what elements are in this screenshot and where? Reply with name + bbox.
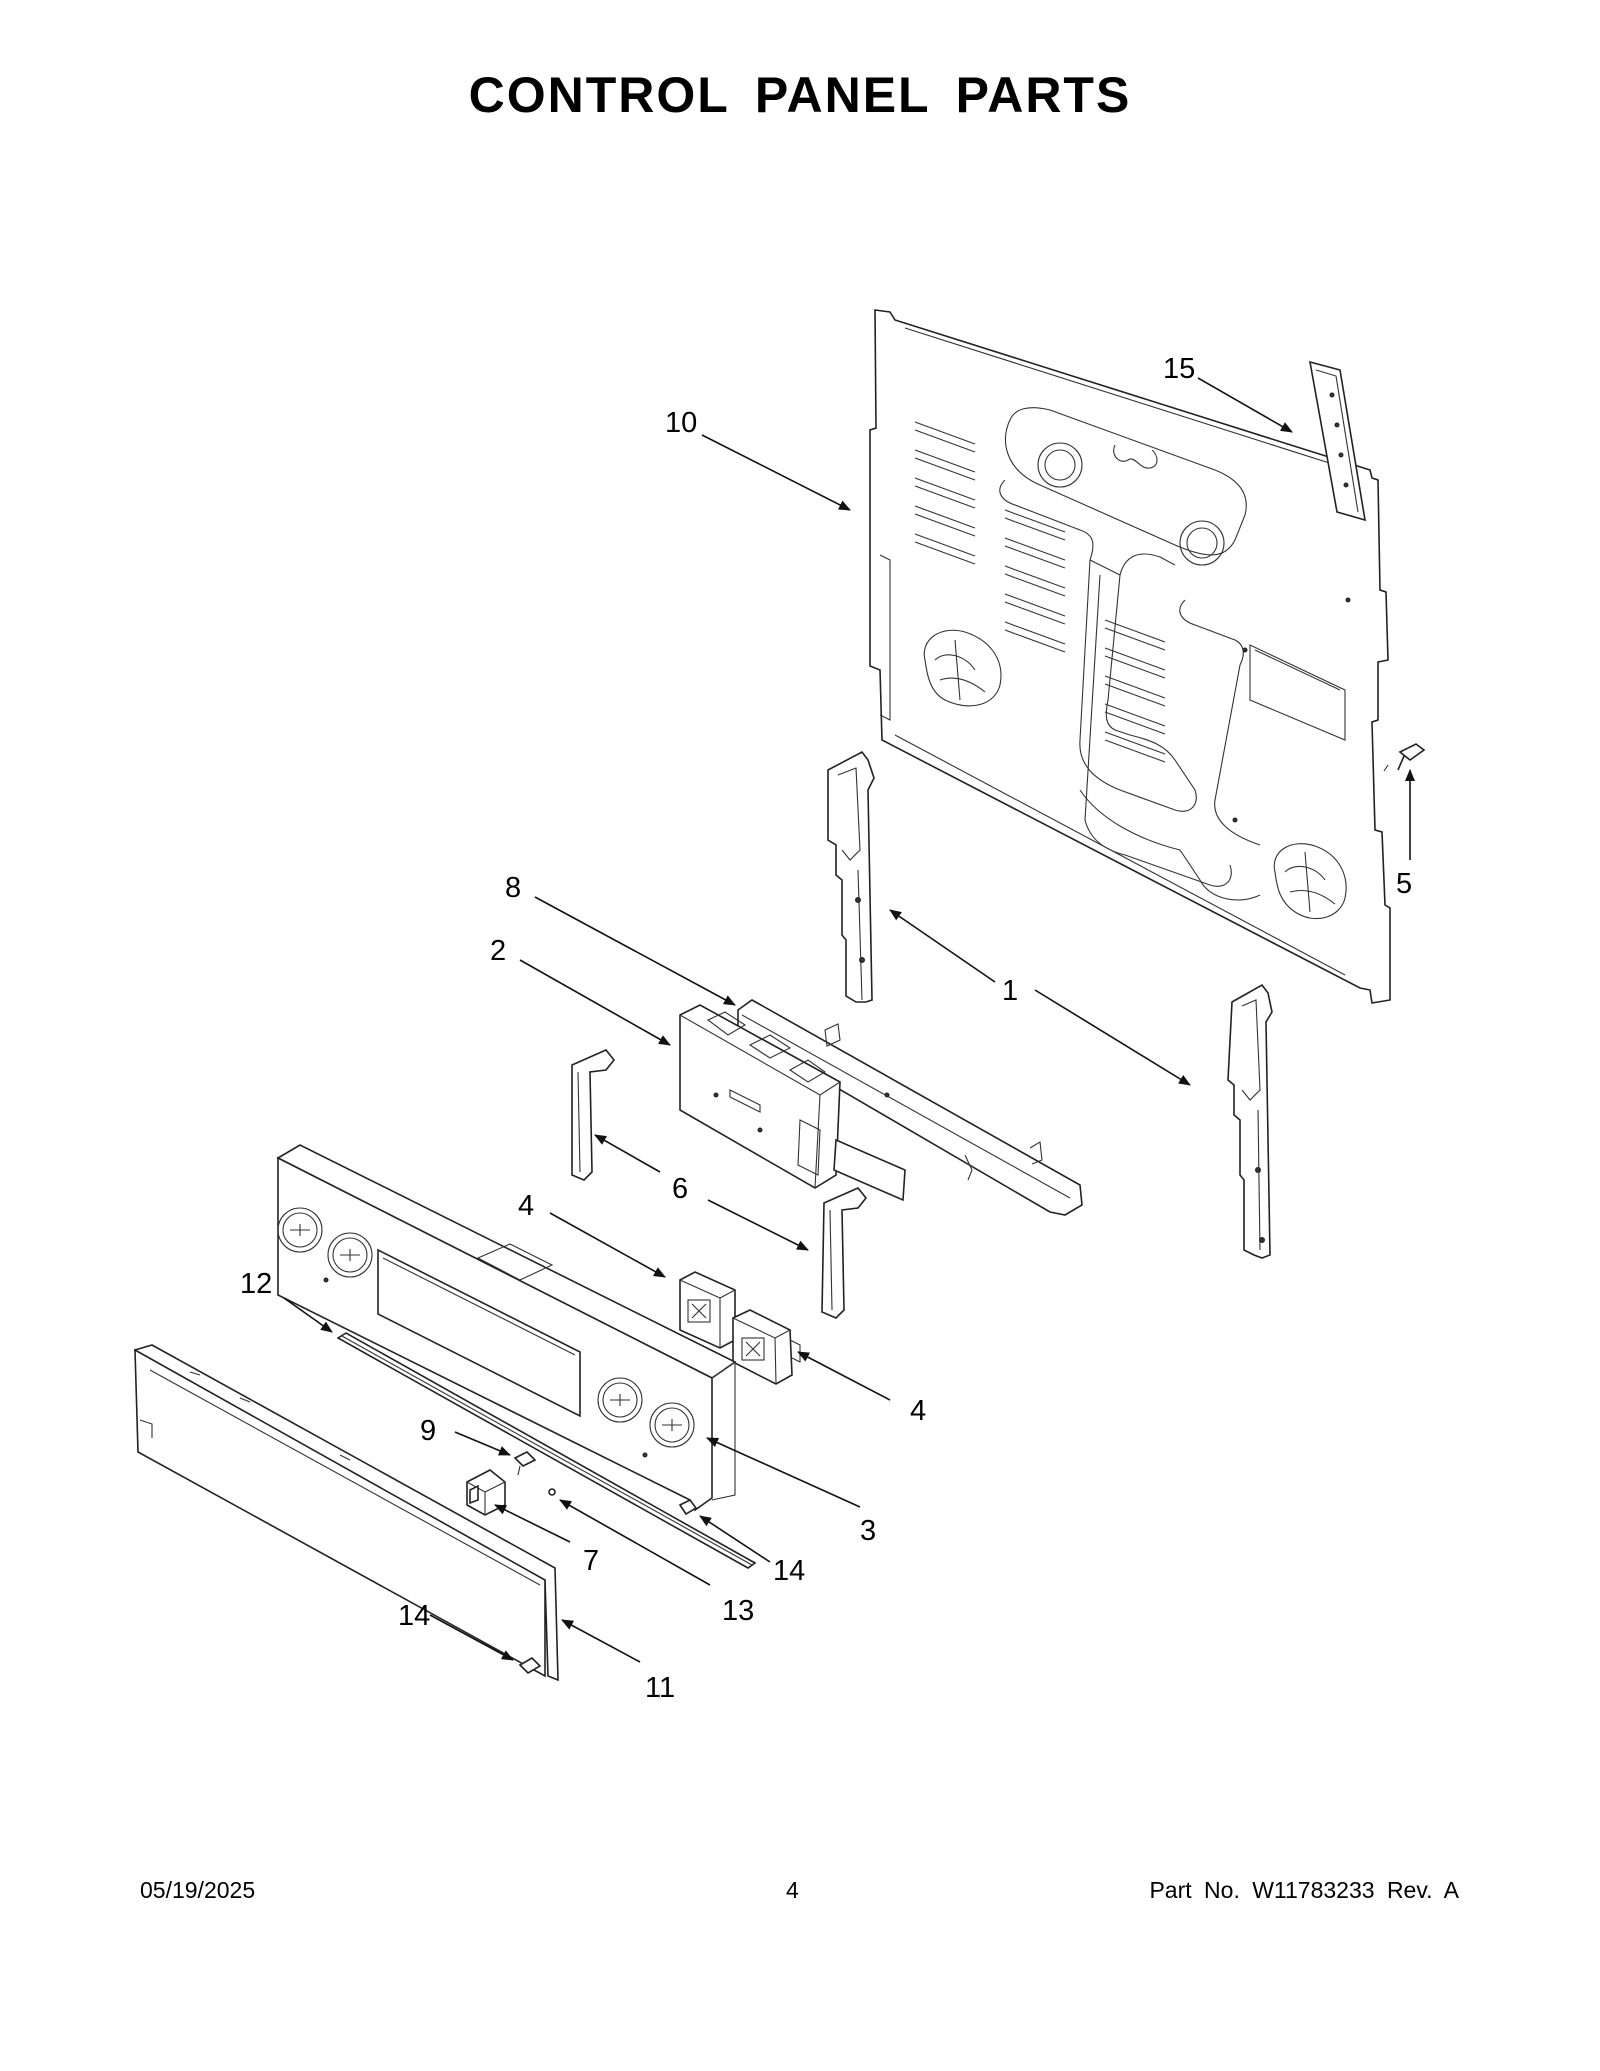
bracket-part-15 xyxy=(1308,360,1366,522)
callout-10: 10 xyxy=(665,407,697,439)
callout-15: 15 xyxy=(1163,353,1195,385)
callout-4-lower: 4 xyxy=(910,1395,926,1427)
callout-5: 5 xyxy=(1396,868,1412,900)
callout-4-upper: 4 xyxy=(518,1190,534,1222)
rivet-part-13 xyxy=(548,1488,556,1496)
rear-panel-part-10 xyxy=(869,309,1391,1004)
callout-1: 1 xyxy=(1002,975,1018,1007)
screw-part-5 xyxy=(1383,743,1426,772)
knob-part-7 xyxy=(466,1469,506,1516)
clip-part-6-right xyxy=(821,1187,868,1319)
leader-lines xyxy=(283,377,1415,1663)
callout-12: 12 xyxy=(240,1268,272,1300)
callout-8: 8 xyxy=(505,872,521,904)
clip-part-6-left xyxy=(571,1049,616,1181)
callout-11: 11 xyxy=(645,1672,675,1704)
callout-9: 9 xyxy=(420,1415,436,1447)
callout-14-upper: 14 xyxy=(773,1555,805,1587)
screw-part-9 xyxy=(513,1451,537,1476)
callout-2: 2 xyxy=(490,935,506,967)
switch-part-4-lower xyxy=(732,1309,801,1385)
footer-part-number: Part No. W11783233 Rev. A xyxy=(1149,1877,1459,1903)
footer-date: 05/19/2025 xyxy=(140,1877,256,1903)
screw-part-14-lower xyxy=(518,1656,542,1675)
footer-page-number: 4 xyxy=(786,1877,799,1903)
callout-6: 6 xyxy=(672,1173,688,1205)
page-title: CONTROL PANEL PARTS xyxy=(468,67,1132,123)
callout-13: 13 xyxy=(722,1595,754,1627)
switch-part-4-upper xyxy=(679,1271,736,1349)
screw-part-14-upper xyxy=(678,1498,698,1516)
lower-panel-part-11 xyxy=(134,1344,559,1682)
callout-3: 3 xyxy=(860,1515,876,1547)
side-bracket-part-1-right xyxy=(1227,983,1273,1259)
control-board-part-2 xyxy=(679,1004,906,1202)
callout-7: 7 xyxy=(583,1545,599,1577)
callout-labels: 15 10 5 1 8 2 6 4 4 12 9 3 14 7 13 14 11 xyxy=(240,353,1412,1704)
trim-strip-part-12 xyxy=(336,1332,757,1569)
callout-14-lower: 14 xyxy=(398,1600,430,1632)
control-panel-part-3 xyxy=(276,1144,737,1512)
side-bracket-part-1-left xyxy=(827,750,875,1003)
